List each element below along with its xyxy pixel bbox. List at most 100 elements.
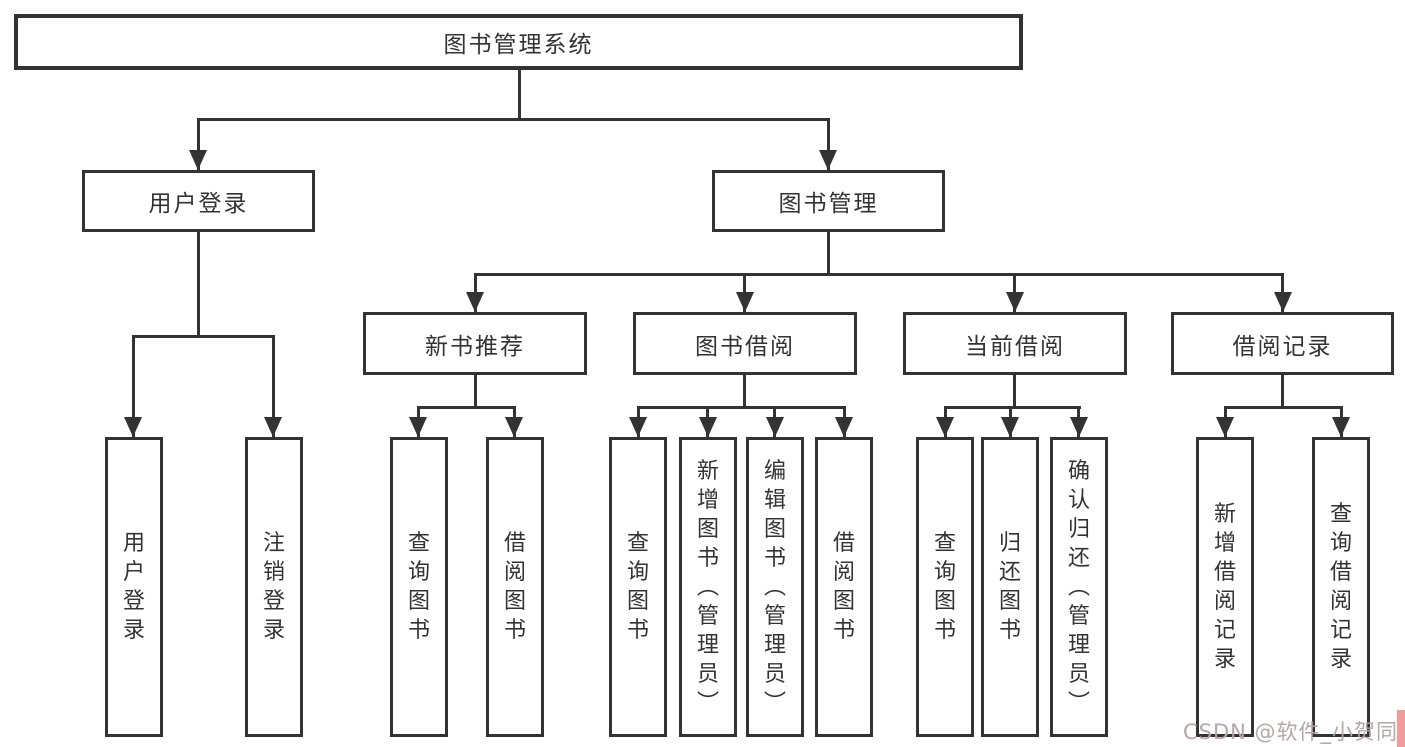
leaf-label-char: 注	[262, 531, 285, 556]
leaf-label: 编辑图书︵管理员︶	[764, 457, 786, 718]
connector-stem	[1281, 375, 1284, 406]
leaf-label-char: 认	[1067, 487, 1090, 513]
node-label: 用户登录	[148, 191, 249, 217]
arrowhead-down-icon	[835, 417, 853, 437]
leaf-label-char: 归	[998, 531, 1021, 556]
leaf-label: 归还图书	[999, 529, 1021, 645]
leaf-label-char: 还	[998, 560, 1021, 585]
leaf-label: 查询借阅记录	[1330, 500, 1352, 674]
leaf-label-char: 管	[763, 603, 786, 629]
arrowhead-down-icon	[1001, 417, 1019, 437]
leaf-label-char: 询	[1329, 531, 1352, 556]
node-book-borrow: 图书借阅	[633, 312, 857, 375]
leaf-label-char: 阅	[1329, 589, 1352, 614]
node-label: 图书管理	[778, 191, 879, 217]
leaf-user-login: 用户登录	[105, 437, 163, 737]
leaf-label-char: 图	[998, 589, 1021, 614]
leaf-return-books: 归还图书	[981, 437, 1039, 737]
leaf-label-char: 新	[696, 458, 719, 484]
leaf-label-char: 书	[407, 618, 430, 643]
leaf-add-books-admin: 新增图书︵管理员︶	[679, 437, 737, 737]
leaf-label-char: 借	[1213, 560, 1236, 585]
arrowhead-down-icon	[124, 417, 142, 437]
leaf-label-char: 书	[503, 618, 526, 643]
leaf-borrow-books: 借阅图书	[486, 437, 544, 737]
leaf-confirm-return-admin: 确认归还︵管理员︶	[1050, 437, 1108, 737]
leaf-label: 新增借阅记录	[1214, 500, 1236, 674]
arrowhead-down-icon	[1274, 292, 1292, 312]
leaf-label-char: 书	[933, 618, 956, 643]
leaf-label: 查询图书	[934, 529, 956, 645]
leaf-label-char: 登	[122, 589, 145, 614]
arrowhead-down-icon	[264, 417, 282, 437]
leaf-label-char: 理	[763, 632, 786, 658]
leaf-label-char: 书	[832, 618, 855, 643]
arrowhead-down-icon	[189, 150, 207, 170]
leaf-label-char: 录	[1213, 647, 1236, 672]
leaf-label-char: 记	[1329, 618, 1352, 643]
leaf-label-char: 确	[1067, 458, 1090, 484]
leaf-query-books: 查询图书	[390, 437, 448, 737]
leaf-add-borrow-record: 新增借阅记录	[1196, 437, 1254, 737]
leaf-label-char: 理	[696, 632, 719, 658]
node-label: 图书管理系统	[443, 32, 594, 58]
arrowhead-down-icon	[936, 417, 954, 437]
leaf-label-char: 图	[696, 516, 719, 542]
leaf-label-char: 书	[998, 618, 1021, 643]
leaf-label: 用户登录	[123, 529, 145, 645]
leaf-label-char: 书	[763, 545, 786, 571]
watermark-accent-strip	[1397, 710, 1405, 747]
csdn-watermark: CSDN @软件_小贺同学	[1183, 720, 1405, 744]
connector-stem	[132, 335, 135, 437]
leaf-label-char: 图	[933, 589, 956, 614]
node-current-borrow: 当前借阅	[903, 312, 1127, 375]
node-user-login: 用户登录	[82, 170, 315, 232]
connector-stem	[272, 335, 275, 437]
leaf-label: 借阅图书	[504, 529, 526, 645]
leaf-label-char: ︵	[1067, 574, 1090, 600]
leaf-label-char: 新	[1213, 502, 1236, 527]
leaf-label-char: ︵	[696, 574, 719, 600]
leaf-label-char: 编	[763, 458, 786, 484]
connector-rail	[132, 335, 275, 338]
leaf-label-char: 图	[503, 589, 526, 614]
connector-stem	[827, 232, 830, 273]
leaf-label-char: 户	[122, 560, 145, 585]
leaf-label-char: 阅	[503, 560, 526, 585]
leaf-label-char: 图	[763, 516, 786, 542]
leaf-label-char: 图	[832, 589, 855, 614]
leaf-label-char: 询	[933, 560, 956, 585]
node-label: 图书借阅	[695, 333, 795, 360]
leaf-label-char: 查	[626, 531, 649, 556]
leaf-label-char: 员	[763, 661, 786, 687]
node-book-management: 图书管理	[712, 170, 945, 232]
connector-stem	[197, 232, 200, 335]
leaf-label: 确认归还︵管理员︶	[1068, 457, 1090, 718]
arrowhead-down-icon	[819, 150, 837, 170]
arrowhead-down-icon	[466, 292, 484, 312]
connector-stem	[197, 118, 200, 170]
leaf-label-char: 还	[1067, 545, 1090, 571]
arrowhead-down-icon	[766, 417, 784, 437]
node-book-management-system: 图书管理系统	[14, 14, 1023, 70]
leaf-query-books: 查询图书	[916, 437, 974, 737]
connector-rail	[944, 406, 1081, 409]
leaf-query-books: 查询图书	[609, 437, 667, 737]
arrowhead-down-icon	[736, 292, 754, 312]
leaf-label: 借阅图书	[833, 529, 855, 645]
node-borrow-record: 借阅记录	[1171, 312, 1394, 375]
node-label: 当前借阅	[965, 333, 1065, 360]
leaf-label-char: 查	[407, 531, 430, 556]
leaf-label-char: 销	[262, 560, 285, 585]
leaf-label-char: 记	[1213, 618, 1236, 643]
leaf-label-char: ︶	[1067, 690, 1090, 716]
leaf-label-char: 图	[407, 589, 430, 614]
connector-rail	[1224, 406, 1343, 409]
leaf-label-char: 增	[1213, 531, 1236, 556]
node-label: 新书推荐	[425, 333, 525, 360]
leaf-label-char: 录	[262, 618, 285, 643]
leaf-label-char: 询	[626, 560, 649, 585]
leaf-label-char: 阅	[1213, 589, 1236, 614]
arrowhead-down-icon	[1070, 417, 1088, 437]
node-new-book-recommend: 新书推荐	[363, 312, 587, 375]
